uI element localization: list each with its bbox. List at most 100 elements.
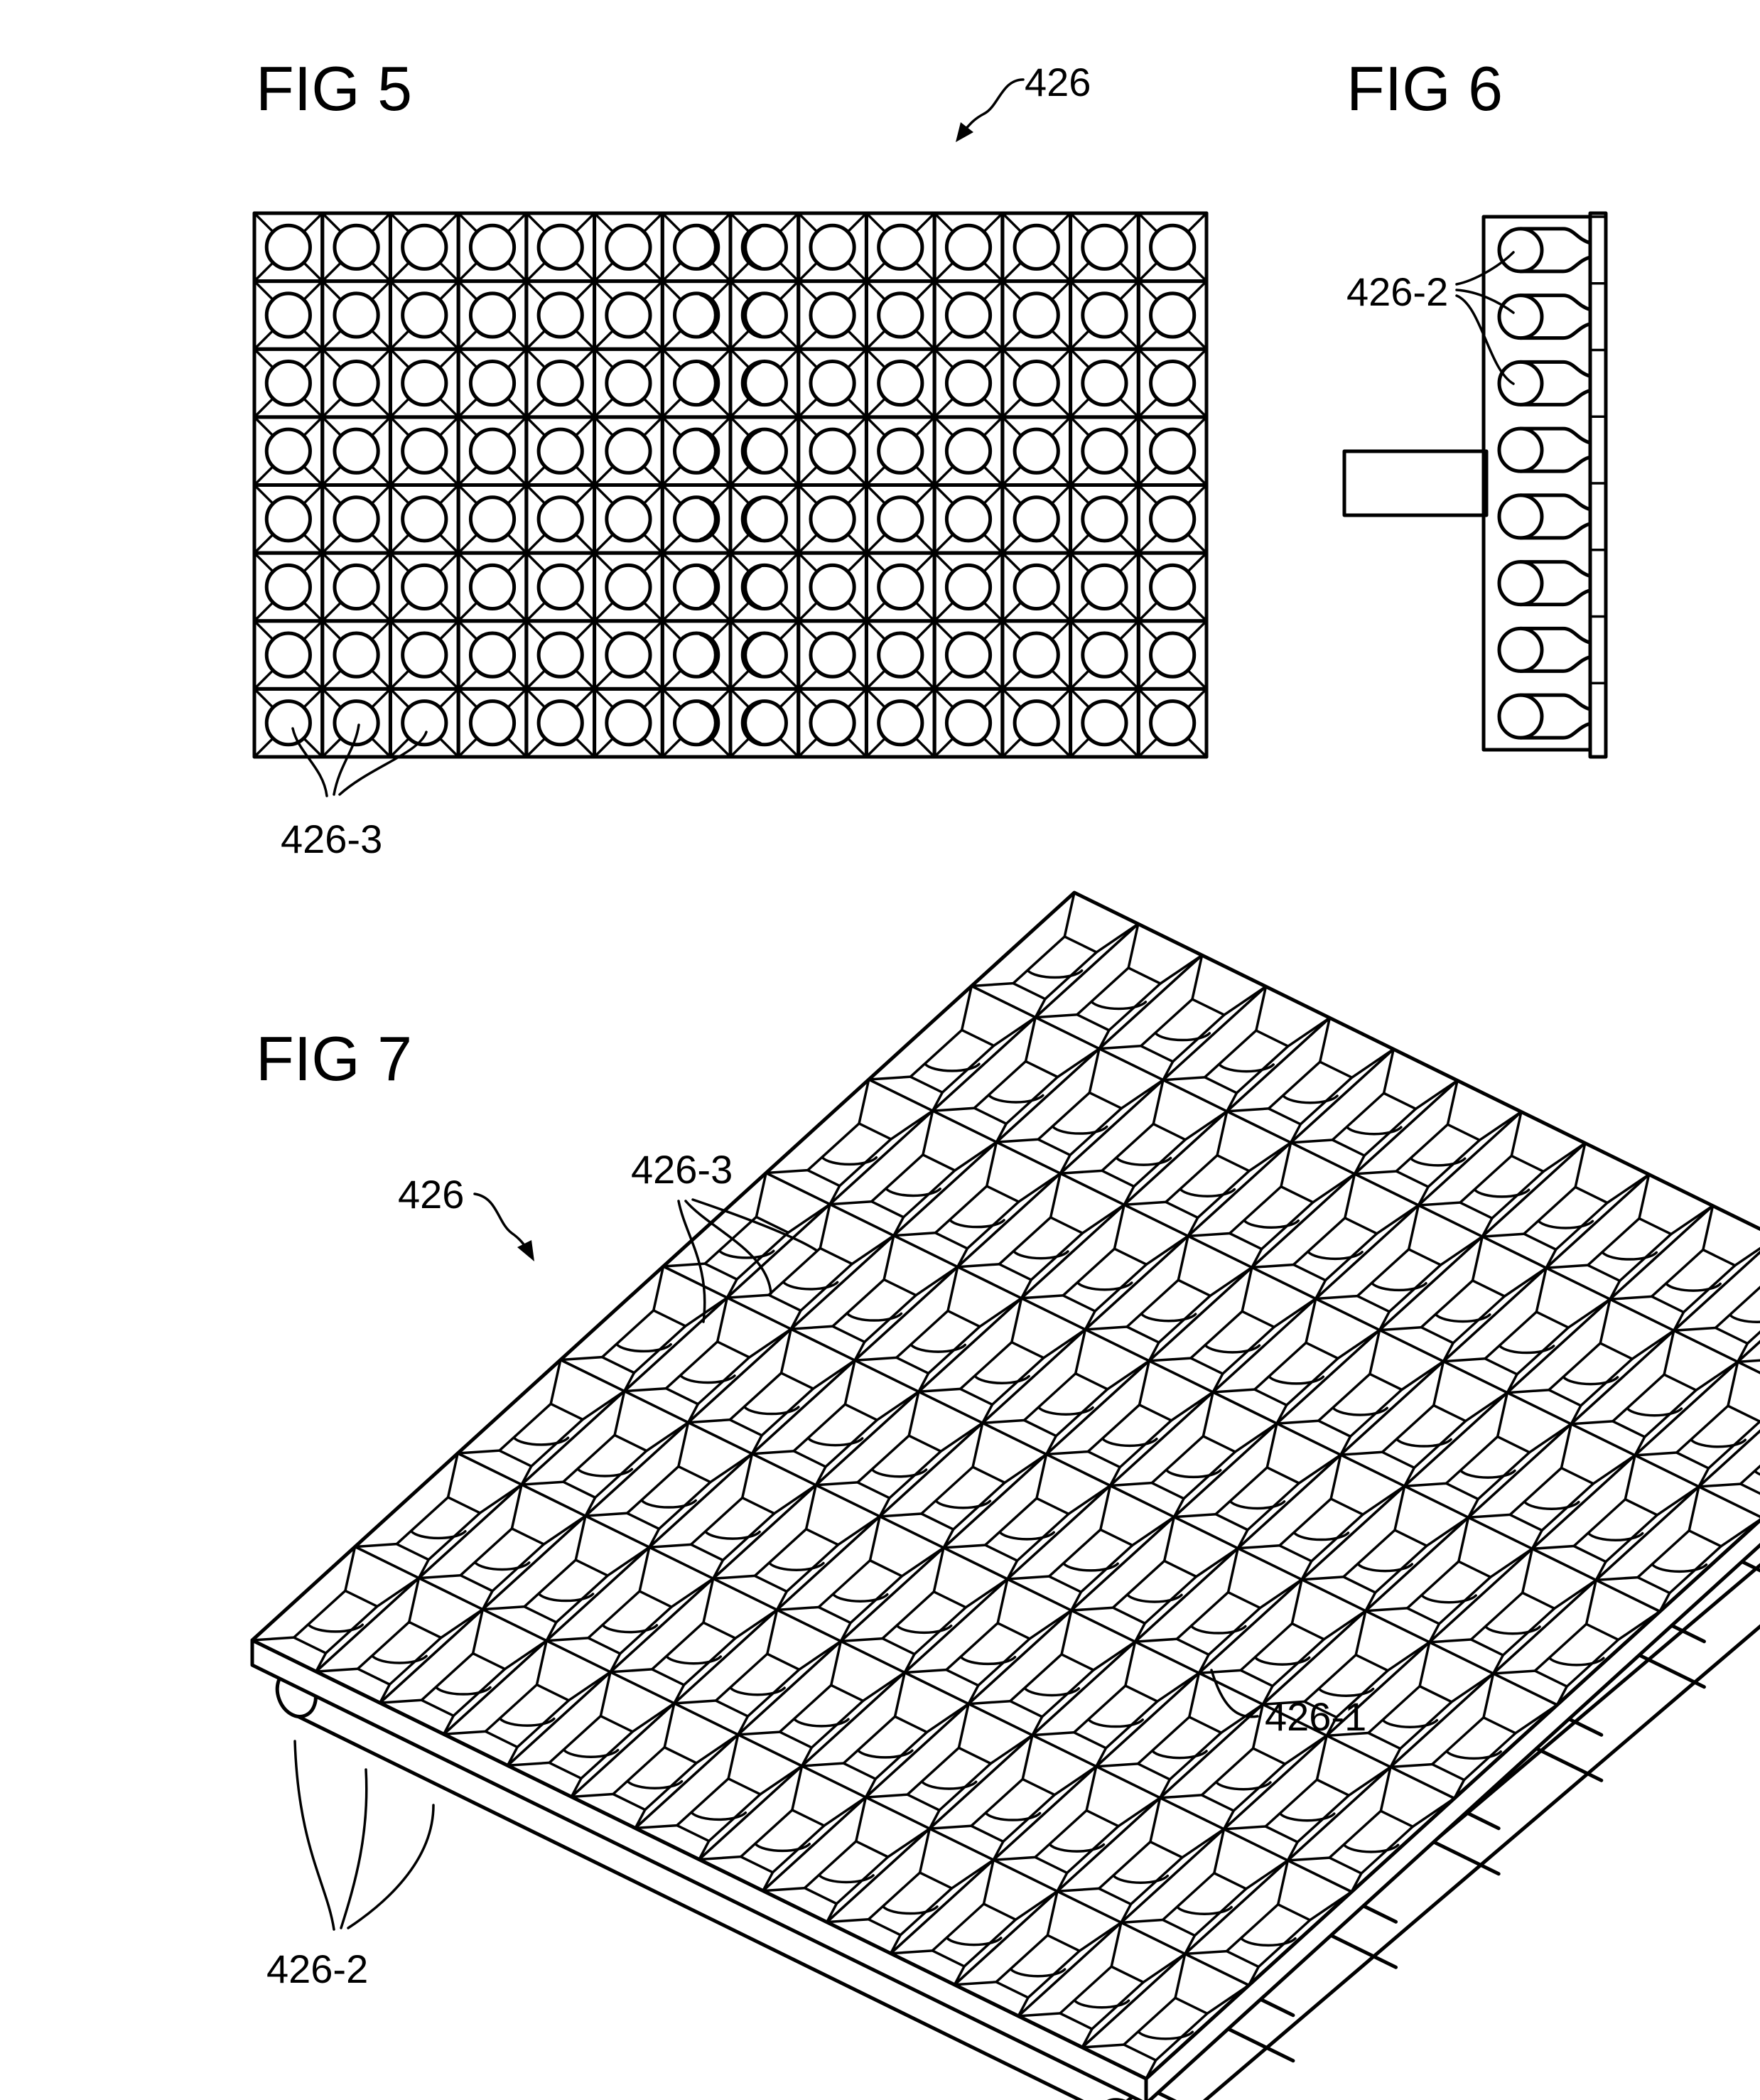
fig5-cell-opening [266, 565, 310, 608]
fig5-cell-opening [607, 565, 650, 608]
fig5-cell-opening [266, 497, 310, 541]
fig5-cell [323, 621, 391, 689]
fig5-cell [323, 485, 391, 554]
fig5-cell-opening [1015, 429, 1058, 473]
fig5-cell-opening [1015, 361, 1058, 404]
fig5-cell-opening [1015, 225, 1058, 269]
fig5-cell [934, 417, 1003, 485]
fig5-cell-opening [879, 294, 922, 337]
fig5-cell [662, 689, 730, 757]
fig5-cell [1003, 621, 1071, 689]
fig5-cell-opening [946, 225, 990, 269]
fig5-cell-opening [539, 633, 582, 677]
fig5-cell [1138, 349, 1206, 417]
fig5-cell-opening [470, 294, 514, 337]
fig5-cell [254, 485, 323, 554]
fig5-cell-opening [1151, 701, 1194, 745]
fig6-pipe-end [1499, 628, 1542, 671]
fig5-cell-opening [266, 361, 310, 404]
fig5-cell-opening [879, 361, 922, 404]
fig5-cell [730, 417, 799, 485]
fig7-ref-426-arrow [475, 1194, 534, 1261]
fig5-cell-opening [470, 361, 514, 404]
fig5-cell [934, 281, 1003, 350]
fig5-ref-426-arrow [956, 80, 1023, 142]
fig5-cell [323, 281, 391, 350]
fig5-cell [799, 485, 867, 554]
fig5-cell-opening [1151, 565, 1194, 608]
fig5-cell-opening [1083, 429, 1126, 473]
fig5-cell [527, 417, 595, 485]
fig5-cell [1003, 213, 1071, 281]
fig5-cell [934, 553, 1003, 621]
fig5-cell-opening [811, 497, 854, 541]
fig7-ref-426-3: 426-3 [631, 1147, 733, 1192]
fig5-cell [458, 689, 527, 757]
fig5-cell [323, 553, 391, 621]
fig5-cell-opening [539, 565, 582, 608]
fig5-cell [662, 553, 730, 621]
fig5-cell [323, 349, 391, 417]
fig5-cell [527, 349, 595, 417]
fig5-cell-opening [811, 565, 854, 608]
fig5-cell [662, 621, 730, 689]
fig7-ref-426-2-leaders [295, 1741, 433, 1929]
fig5-cell [866, 689, 934, 757]
fig5-cell [390, 281, 458, 350]
fig5-cell [458, 553, 527, 621]
fig5-cell-opening [946, 361, 990, 404]
fig5-cell-opening [335, 294, 378, 337]
fig5-cell-opening [946, 701, 990, 745]
fig5-cell [730, 485, 799, 554]
fig5-cell-opening [266, 225, 310, 269]
fig5-cell [254, 689, 323, 757]
fig5-cell [595, 417, 663, 485]
fig5-cell [662, 417, 730, 485]
fig5-cell [595, 349, 663, 417]
fig5-cell [1138, 213, 1206, 281]
fig5-cell [730, 621, 799, 689]
fig5-cell-opening [607, 633, 650, 677]
fig5-cell [458, 417, 527, 485]
fig5-cell-opening [1151, 294, 1194, 337]
fig5-cell [254, 553, 323, 621]
fig5-cell [934, 689, 1003, 757]
fig5-cell [595, 621, 663, 689]
fig7-ref-426-2: 426-2 [266, 1946, 368, 1991]
fig5-cell-opening [607, 497, 650, 541]
fig5-cell [730, 281, 799, 350]
fig5-cell [595, 485, 663, 554]
fig6-pipe-end [1499, 429, 1542, 471]
fig5-ref-426: 426 [1025, 60, 1091, 104]
fig5-cell-opening [403, 497, 446, 541]
fig5-cell [458, 485, 527, 554]
fig5-cell [866, 621, 934, 689]
fig5-cell [730, 689, 799, 757]
fig5-cell-opening [335, 565, 378, 608]
fig5-cell-opening [335, 633, 378, 677]
fig5-cell [595, 213, 663, 281]
fig5-ref-426-3: 426-3 [281, 817, 382, 861]
fig5-cell [1003, 553, 1071, 621]
fig5-cell-opening [1015, 565, 1058, 608]
fig5-cell-opening [879, 565, 922, 608]
fig5-cell-opening [879, 429, 922, 473]
fig6-pipe-end [1499, 296, 1542, 338]
fig5-cell [799, 621, 867, 689]
fig5-cell-opening [1083, 361, 1126, 404]
fig7-title: FIG 7 [256, 1023, 412, 1094]
fig5-cell-opening [811, 429, 854, 473]
fig5-cell-opening [1083, 701, 1126, 745]
fig5-cell [730, 349, 799, 417]
fig5-cell-opening [811, 294, 854, 337]
fig5-cell-opening [335, 361, 378, 404]
fig5-cell-opening [539, 361, 582, 404]
fig5-cell-opening [539, 429, 582, 473]
fig5-cell-opening [811, 361, 854, 404]
fig5-cell [1071, 349, 1139, 417]
fig5-cell [458, 213, 527, 281]
fig5-cell [1071, 417, 1139, 485]
fig5-cell [390, 485, 458, 554]
fig5-cell [458, 621, 527, 689]
